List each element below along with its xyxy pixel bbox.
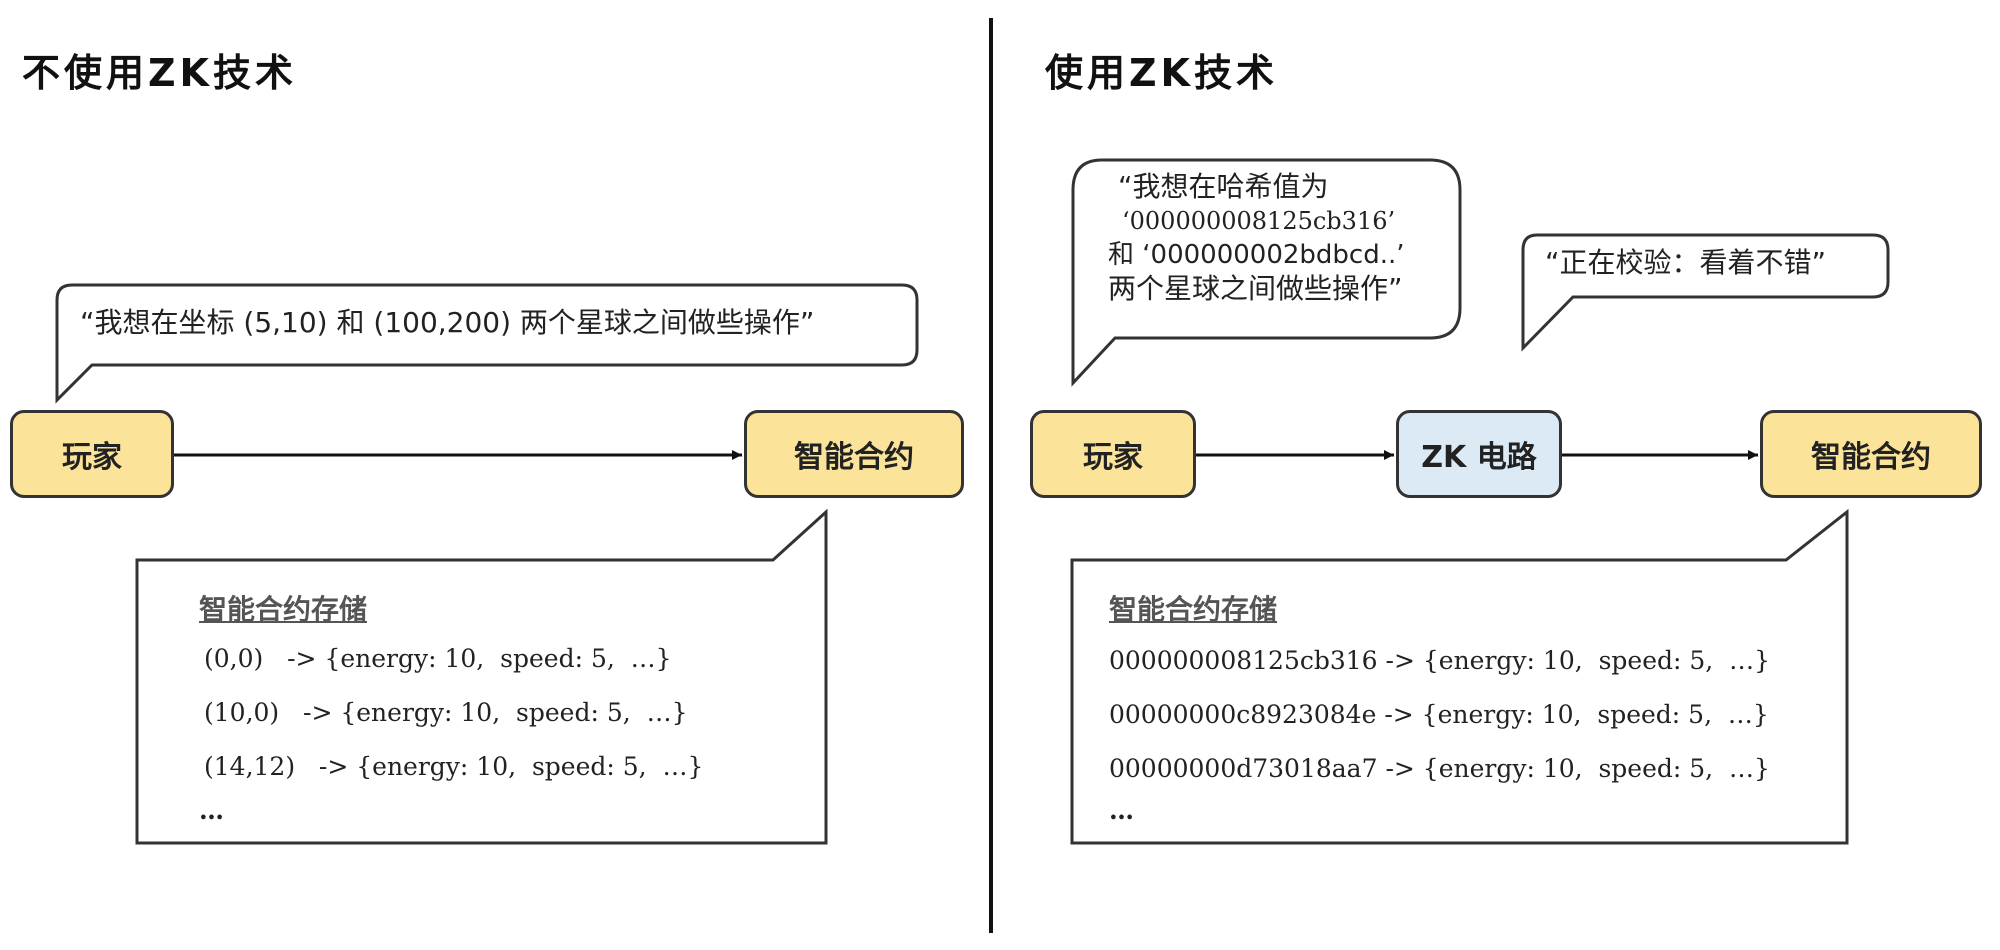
right-player-speech-text: “我想在哈希值为 ‘000000008125cb316’ 和 ‘00000000…: [1108, 170, 1405, 306]
right-speech-line: 和 ‘000000002bdbcd..’: [1108, 240, 1405, 270]
zk-circuit-label: ZK 电路: [1421, 440, 1537, 475]
left-storage-bubble: [135, 508, 828, 845]
right-contract-label: 智能合约: [1811, 440, 1931, 475]
left-storage-title: 智能合约存储: [199, 593, 368, 626]
right-speech-line: ‘000000008125cb316’: [1122, 207, 1396, 235]
center-divider: [989, 18, 993, 933]
left-storage-row: (10,0) -> {energy: 10, speed: 5, …}: [204, 698, 688, 727]
right-storage-row: 00000000c8923084e -> {energy: 10, speed:…: [1109, 700, 1769, 729]
left-contract-label: 智能合约: [794, 440, 914, 475]
left-player-box: 玩家: [10, 410, 174, 498]
right-player-label: 玩家: [1083, 440, 1143, 475]
right-verify-speech-text: “正在校验：看着不错”: [1545, 246, 1827, 279]
left-storage-ellipsis: …: [199, 796, 224, 825]
left-title: 不使用ZK技术: [22, 51, 298, 95]
right-storage-row: 00000000d73018aa7 -> {energy: 10, speed:…: [1109, 754, 1770, 783]
right-speech-line: “我想在哈希值为: [1118, 170, 1329, 203]
right-title: 使用ZK技术: [1045, 51, 1279, 95]
left-speech-bubble: [55, 283, 919, 404]
right-verify-speech-bubble: [1521, 233, 1890, 352]
right-player-speech-bubble: [1071, 158, 1462, 387]
left-speech-text: “我想在坐标 (5,10) 和 (100,200) 两个星球之间做些操作”: [80, 306, 815, 339]
right-storage-ellipsis: …: [1109, 796, 1134, 825]
left-player-label: 玩家: [62, 440, 122, 475]
right-storage-row: 000000008125cb316 -> {energy: 10, speed:…: [1109, 646, 1771, 675]
right-storage-title: 智能合约存储: [1109, 593, 1278, 626]
right-contract-box: 智能合约: [1760, 410, 1982, 498]
left-storage-row: (0,0) -> {energy: 10, speed: 5, …}: [204, 644, 672, 673]
right-player-box: 玩家: [1030, 410, 1196, 498]
left-contract-box: 智能合约: [744, 410, 964, 498]
right-storage-bubble: [1070, 508, 1849, 845]
zk-circuit-box: ZK 电路: [1396, 410, 1562, 498]
left-storage-row: (14,12) -> {energy: 10, speed: 5, …}: [204, 752, 704, 781]
right-speech-line: 两个星球之间做些操作”: [1108, 272, 1403, 305]
